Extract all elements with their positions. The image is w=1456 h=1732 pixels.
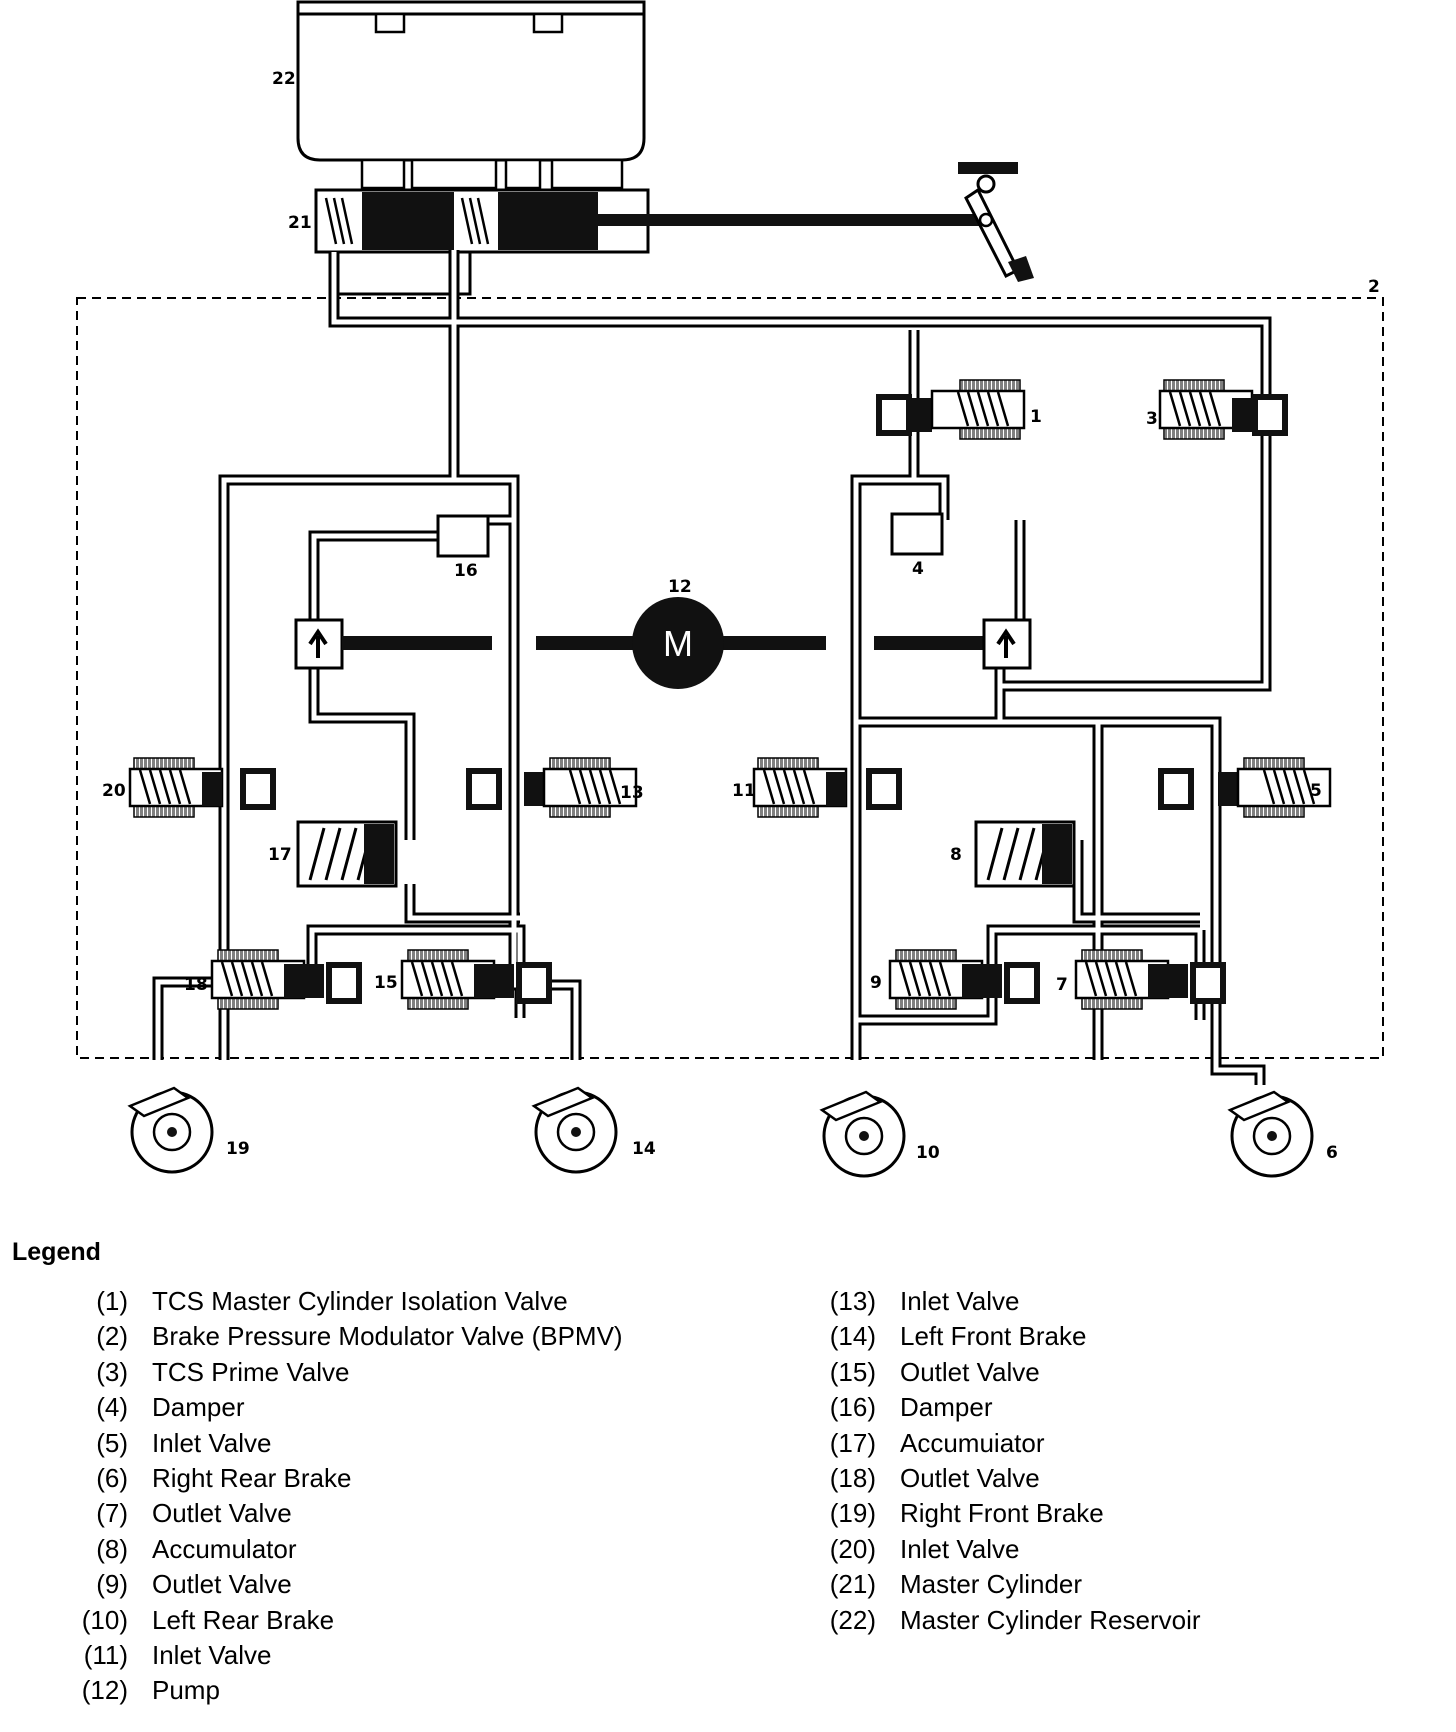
pump-assembly	[294, 618, 1032, 670]
callout-14: 14	[632, 1139, 656, 1159]
valve-7	[1074, 949, 1226, 1010]
legend-item: (1)TCS Master Cylinder Isolation Valve	[96, 1286, 568, 1316]
brake-hydraulic-diagram: M 1 2 3 4 5 6 7 8 9 10 11 12 1	[76, 0, 1384, 1178]
accumulator-8	[974, 820, 1076, 888]
legend-item: (17)Accumuiator	[829, 1427, 1045, 1458]
callout-16: 16	[454, 561, 478, 581]
callout-18: 18	[184, 975, 208, 995]
valve-1	[876, 379, 1026, 440]
legend-item: (3)TCS Prime Valve	[96, 1356, 350, 1387]
legend-item: (15)Outlet Valve	[829, 1356, 1040, 1387]
legend-item: (6)Right Rear Brake	[96, 1462, 352, 1493]
legend-item: (12)Pump	[81, 1675, 220, 1706]
master-cylinder	[314, 188, 982, 296]
callout-17: 17	[268, 845, 292, 865]
legend-column-right: (13)Inlet Valve (14)Left Front Brake (15…	[808, 1284, 1201, 1638]
master-cylinder-reservoir	[296, 0, 646, 190]
valve-20	[128, 757, 276, 818]
callout-9: 9	[870, 973, 882, 993]
callout-4: 4	[912, 559, 924, 579]
callout-13: 13	[620, 783, 644, 803]
brake-6	[1227, 1090, 1314, 1178]
brake-19	[127, 1086, 214, 1174]
legend-item: (7)Outlet Valve	[96, 1498, 292, 1529]
callout-1: 1	[1030, 407, 1042, 427]
legend-item: (9)Outlet Valve	[96, 1569, 292, 1600]
callouts: 1 2 3 4 5 6 7 8 9 10 11 12 13 14 15 16 1…	[102, 69, 1380, 1163]
legend-item: (8)Accumulator	[96, 1533, 297, 1564]
valve-9	[888, 949, 1040, 1010]
legend-title: Legend	[12, 1238, 101, 1266]
callout-10: 10	[916, 1143, 940, 1163]
callout-8: 8	[950, 845, 962, 865]
legend-item: (19)Right Front Brake	[829, 1498, 1104, 1529]
motor-label: M	[663, 623, 693, 664]
legend-item: (21)Master Cylinder	[829, 1569, 1083, 1600]
valve-18	[210, 949, 362, 1010]
brake-10	[819, 1090, 906, 1178]
legend-item: (5)Inlet Valve	[96, 1427, 272, 1458]
callout-7: 7	[1056, 975, 1068, 995]
bpmv-boundary	[76, 297, 1384, 1059]
callout-15: 15	[374, 973, 398, 993]
callout-5: 5	[1310, 781, 1322, 801]
callout-3: 3	[1146, 409, 1158, 429]
callout-21: 21	[288, 213, 312, 233]
brake-14	[531, 1086, 618, 1174]
callout-20: 20	[102, 781, 126, 801]
valve-3	[1158, 379, 1288, 440]
pump-motor: M	[632, 597, 724, 689]
callout-19: 19	[226, 1139, 250, 1159]
legend-item: (2)Brake Pressure Modulator Valve (BPMV)	[96, 1321, 623, 1352]
legend-item: (14)Left Front Brake	[829, 1321, 1087, 1352]
callout-22: 22	[272, 69, 296, 89]
legend-item: (22)Master Cylinder Reservoir	[829, 1604, 1201, 1635]
hydraulic-lines	[152, 250, 1272, 1085]
callout-2: 2	[1368, 277, 1380, 297]
legend-item: (13)Inlet Valve	[829, 1286, 1020, 1316]
legend-item: (4)Damper	[96, 1392, 245, 1423]
valve-13	[466, 757, 638, 818]
callout-11: 11	[732, 781, 756, 801]
damper-4	[890, 512, 944, 556]
callout-12: 12	[668, 577, 692, 597]
valve-11	[752, 757, 902, 818]
brake-pedal	[958, 162, 1034, 282]
valve-5	[1158, 757, 1332, 818]
legend-item: (10)Left Rear Brake	[81, 1604, 335, 1635]
accumulator-17	[296, 820, 398, 888]
valve-15	[400, 949, 552, 1010]
callout-6: 6	[1326, 1143, 1338, 1163]
damper-16	[436, 514, 490, 558]
legend-item: (16)Damper	[829, 1392, 993, 1423]
legend-item: (11)Inlet Valve	[83, 1639, 272, 1670]
legend-item: (18)Outlet Valve	[829, 1462, 1040, 1493]
legend-item: (20)Inlet Valve	[829, 1533, 1020, 1564]
legend-column-left: (1)TCS Master Cylinder Isolation Valve (…	[60, 1284, 623, 1709]
